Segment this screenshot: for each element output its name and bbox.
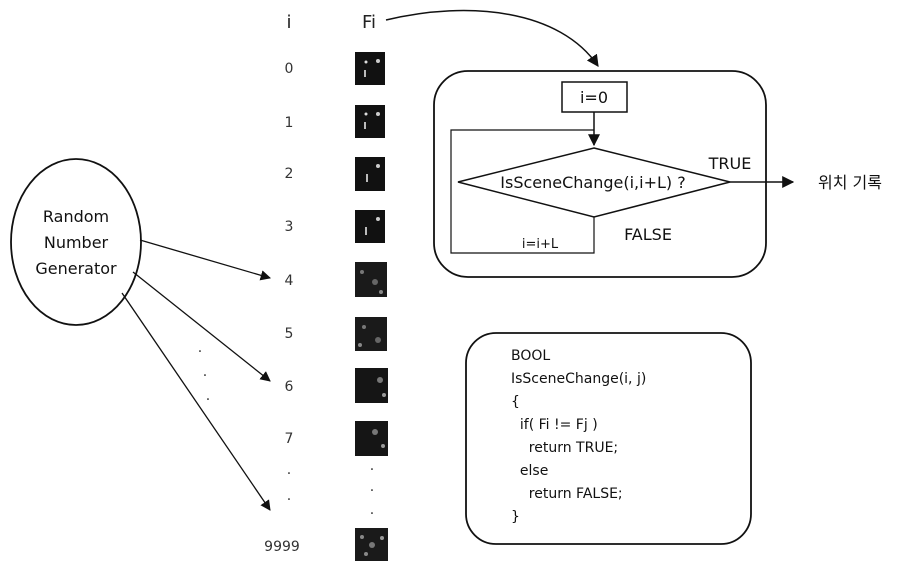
frame-thumbnail (355, 157, 385, 191)
code-line: return FALSE; (511, 486, 623, 502)
false-label: FALSE (624, 225, 672, 244)
frame-thumbnails: . . . (355, 52, 388, 561)
frame-thumbnail-last (355, 528, 388, 561)
generator-label-line3: Generator (35, 259, 117, 278)
index-label-last: 9999 (264, 539, 300, 555)
index-label: 6 (285, 379, 294, 395)
index-label: 3 (285, 219, 294, 235)
index-label: 7 (285, 431, 294, 447)
frame-ellipsis: . (370, 479, 374, 495)
index-label: 5 (285, 326, 294, 342)
frame-thumbnail (355, 105, 385, 138)
arrow-ellipsis: . (198, 340, 202, 356)
code-line: else (511, 463, 548, 479)
index-ellipsis: . (287, 462, 291, 478)
generator-label-line1: Random (43, 207, 109, 226)
index-label: 4 (285, 273, 294, 289)
code-line: BOOL (511, 348, 550, 364)
flowchart-box: i=0 IsSceneChange(i,i+L) ? TRUE FALSE i=… (433, 70, 767, 278)
index-header: i (286, 12, 291, 33)
true-label: TRUE (708, 154, 752, 173)
result-label: 위치 기록 (818, 173, 882, 192)
frame-thumbnail (355, 368, 388, 403)
index-labels: 0 1 2 3 4 5 6 7 . . 9999 (264, 61, 300, 555)
arrow-ellipsis: . (206, 388, 210, 404)
code-line: if( Fi != Fj ) (511, 417, 598, 433)
init-step: i=0 (561, 81, 628, 113)
code-line: } (511, 509, 520, 525)
generator-arrow-to-4 (139, 239, 271, 281)
false-loop: i=i+L (450, 129, 595, 254)
code-line: { (511, 394, 520, 410)
generator-arrow-to-9999 (121, 292, 271, 511)
code-line: return TRUE; (511, 440, 618, 456)
generator-label-line2: Number (44, 233, 109, 252)
generator-arrows: . . . (121, 239, 271, 511)
random-number-generator: Random Number Generator (10, 158, 142, 326)
fi-to-flowchart-arrow (385, 9, 599, 67)
frame-thumbnail (355, 317, 387, 351)
frame-ellipsis: . (370, 458, 374, 474)
code-line: IsSceneChange(i, j) (511, 371, 646, 387)
arrow-ellipsis: . (203, 364, 207, 380)
frame-header: Fi (362, 12, 376, 33)
frame-thumbnail (355, 210, 385, 243)
frame-thumbnail (355, 52, 385, 85)
frame-thumbnail (355, 262, 387, 297)
index-label: 0 (285, 61, 294, 77)
index-label: 1 (285, 115, 294, 131)
code-box: BOOL IsSceneChange(i, j) { if( Fi != Fj … (465, 332, 752, 545)
index-label: 2 (285, 166, 294, 182)
init-step-label: i=0 (580, 88, 608, 107)
frame-thumbnail (355, 421, 388, 456)
decision-label: IsSceneChange(i,i+L) ? (500, 173, 685, 192)
index-ellipsis: . (287, 488, 291, 504)
increment-label: i=i+L (522, 237, 559, 252)
frame-ellipsis: . (370, 502, 374, 518)
generator-arrow-to-6 (132, 271, 271, 382)
